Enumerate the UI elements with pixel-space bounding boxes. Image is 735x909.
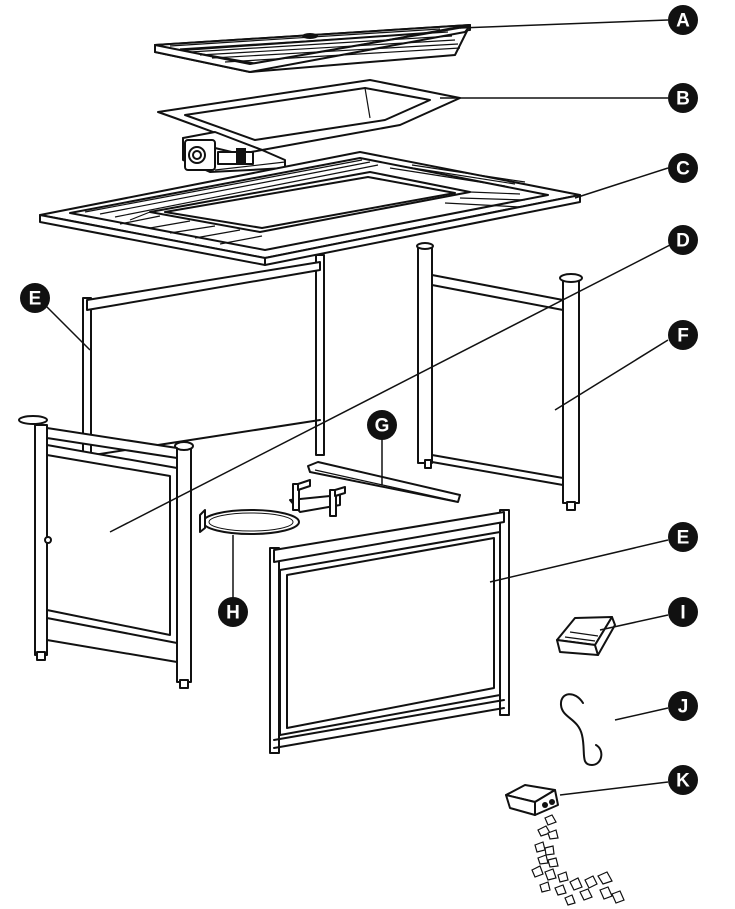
callout-h: H	[218, 597, 248, 627]
part-i-cover	[556, 616, 616, 656]
svg-text:C: C	[676, 159, 690, 180]
part-h-tank-holder	[199, 479, 346, 535]
svg-text:D: D	[676, 231, 690, 252]
callout-i: I	[668, 597, 698, 627]
svg-text:E: E	[29, 289, 42, 310]
svg-text:G: G	[375, 416, 390, 437]
svg-text:J: J	[678, 697, 689, 718]
callout-e-left: E	[20, 283, 50, 313]
callout-g: G	[367, 410, 397, 440]
part-a-lid	[154, 24, 471, 73]
svg-text:I: I	[680, 603, 685, 624]
callout-d: D	[668, 225, 698, 255]
part-b-burner-bowl	[157, 79, 461, 173]
callout-j: J	[668, 691, 698, 721]
svg-text:B: B	[676, 89, 690, 110]
leader-lines	[44, 19, 671, 796]
svg-text:K: K	[676, 771, 690, 792]
callout-e-right: E	[668, 522, 698, 552]
part-j-s-hook	[559, 693, 603, 766]
callout-b: B	[668, 83, 698, 113]
svg-text:A: A	[676, 11, 690, 32]
svg-text:E: E	[677, 528, 690, 549]
part-d-door-panel	[18, 415, 194, 689]
callout-k: K	[668, 765, 698, 795]
part-c-table-frame	[39, 151, 581, 266]
callout-c: C	[668, 153, 698, 183]
part-g-support-rail	[307, 461, 461, 503]
part-e-front-panel	[269, 509, 510, 754]
callout-f: F	[668, 320, 698, 350]
callout-a: A	[668, 5, 698, 35]
svg-text:H: H	[226, 603, 240, 624]
part-f-right-panel	[416, 242, 583, 511]
part-k-lava-rocks	[505, 784, 625, 906]
svg-text:F: F	[677, 326, 689, 347]
part-e-rear-panel	[82, 254, 325, 459]
